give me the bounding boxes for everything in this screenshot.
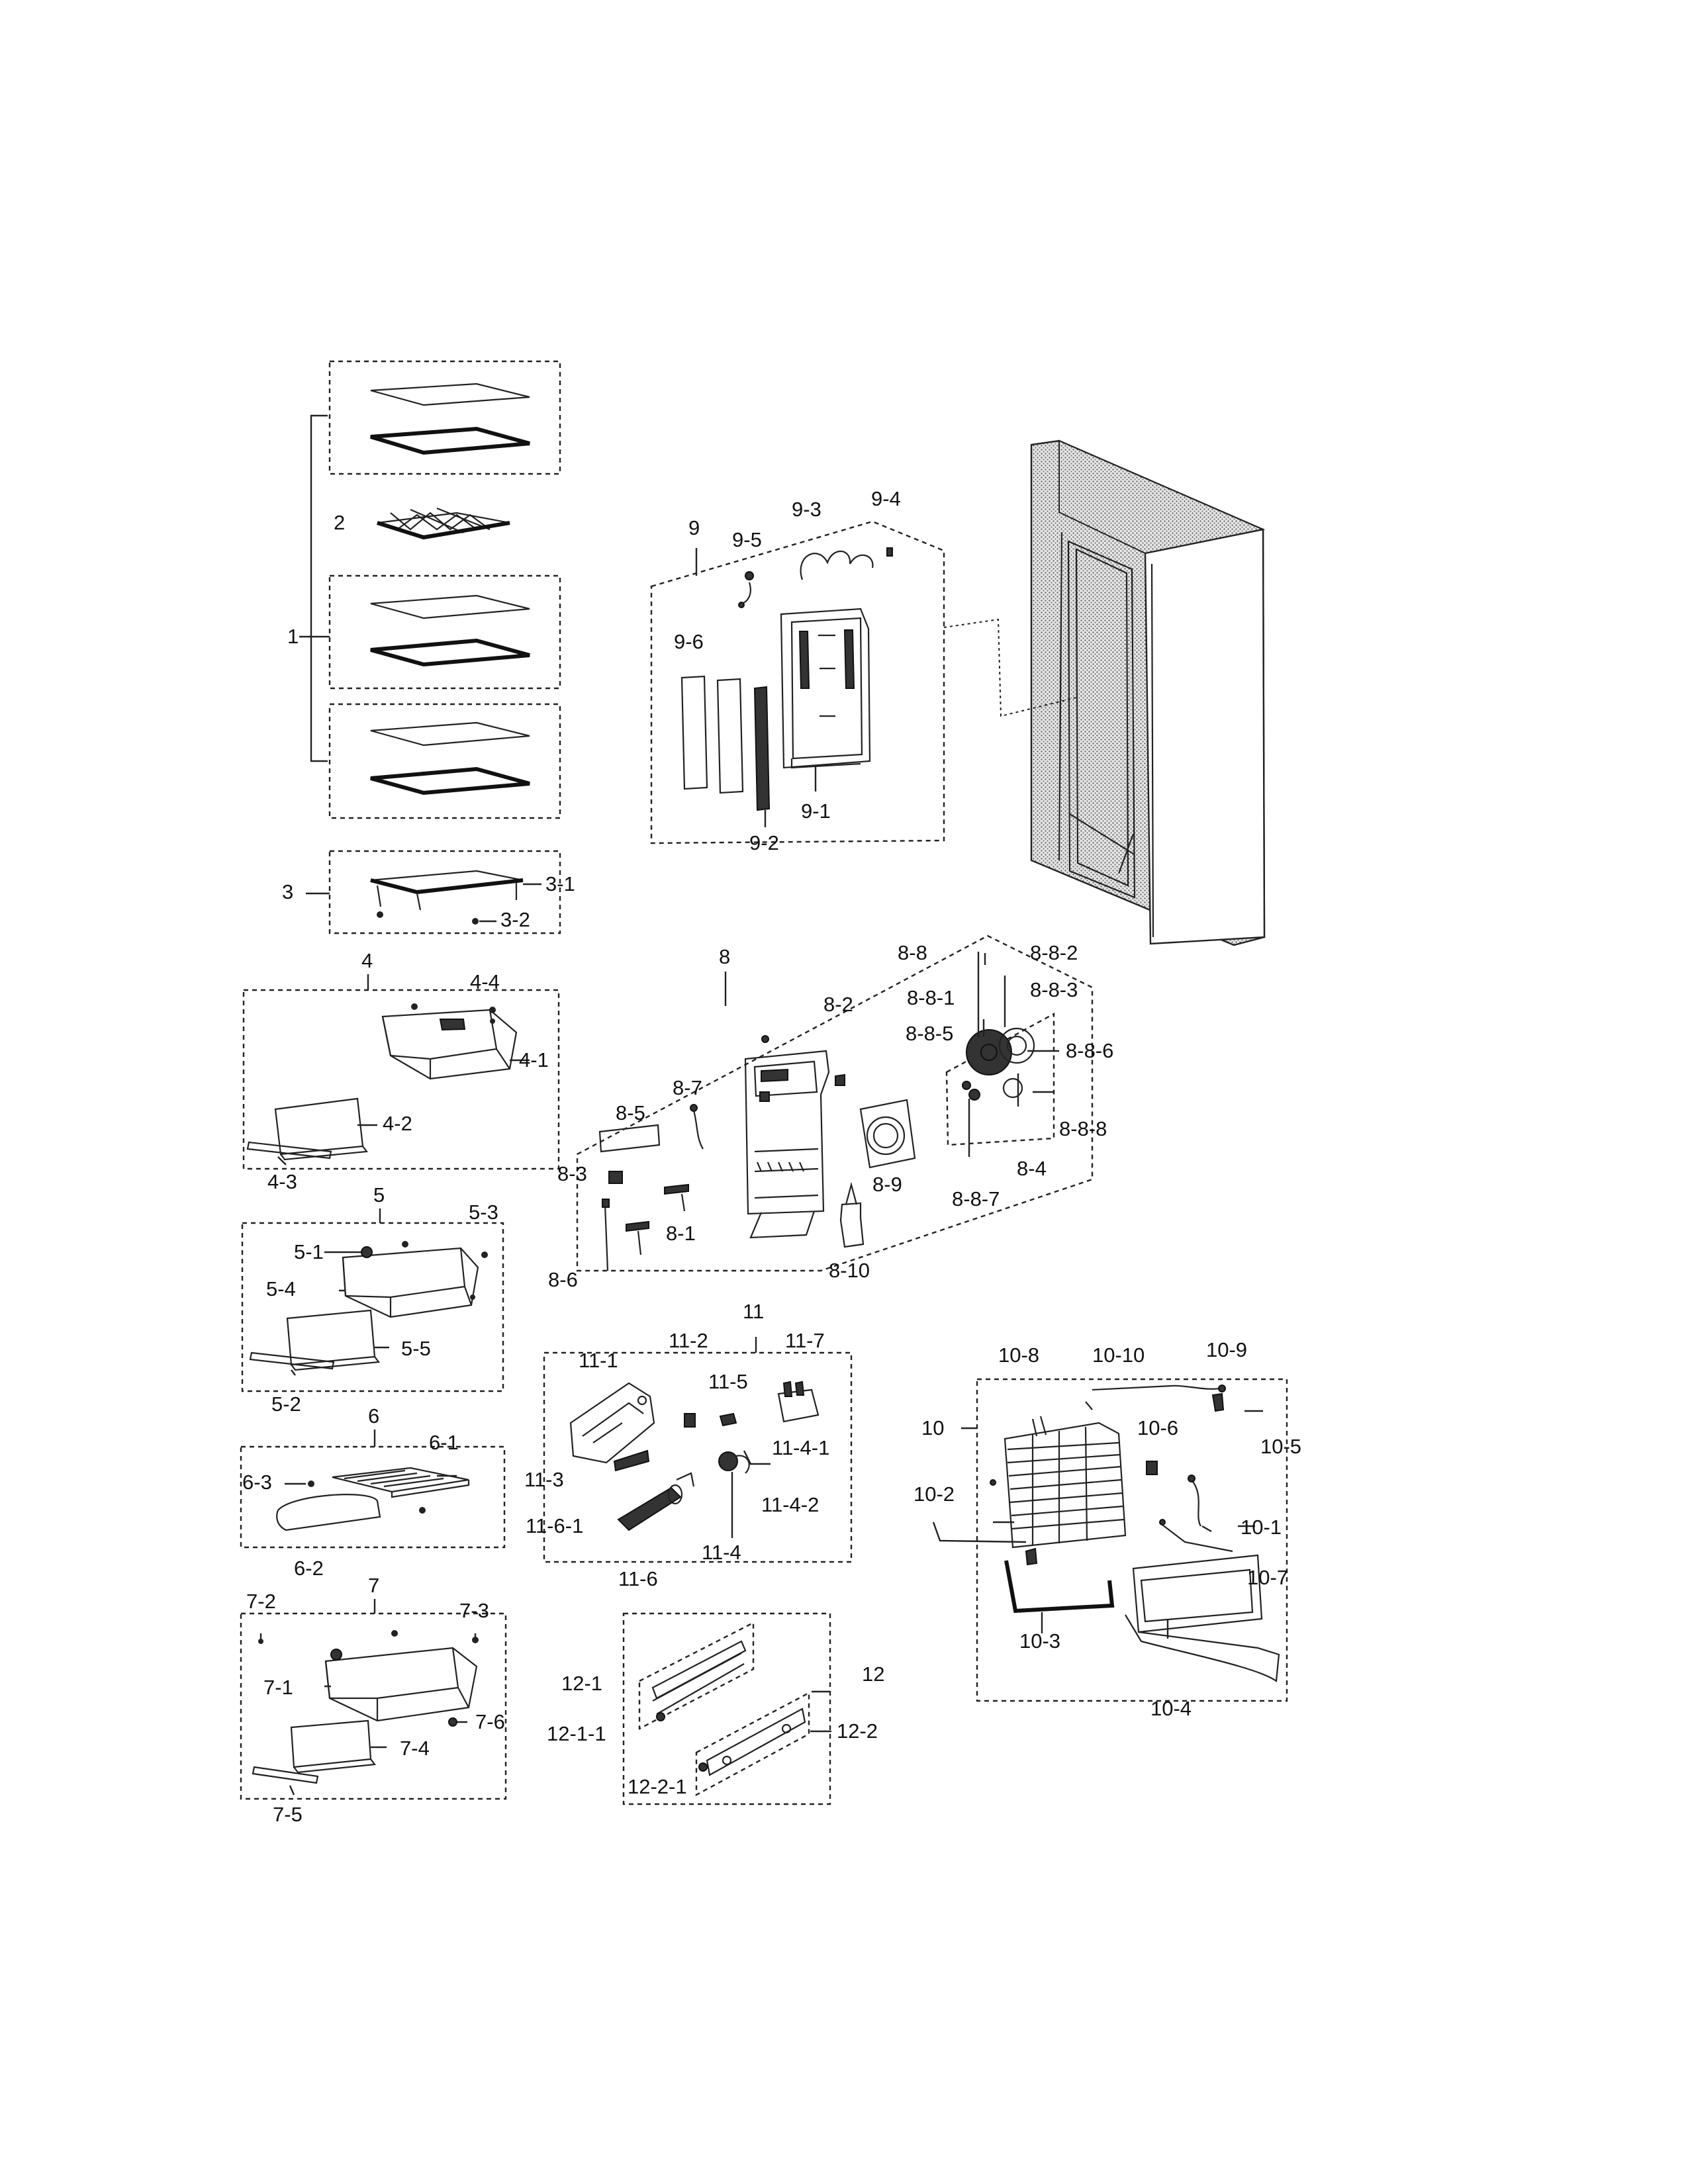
part-label: 5-5 (401, 1337, 431, 1360)
part-label: 11-3 (524, 1468, 564, 1491)
part-label: 5-1 (294, 1240, 324, 1263)
part-label: 11-5 (708, 1370, 748, 1393)
part-label: 9-1 (801, 799, 831, 823)
part-label: 5-2 (271, 1392, 301, 1416)
part-label: 2 (334, 511, 345, 534)
part-label: 10-3 (1019, 1629, 1060, 1653)
glass-shelf-part (370, 383, 530, 455)
part-label: 11 (743, 1300, 764, 1323)
part-label: 4 (361, 949, 373, 972)
part-label: 9-3 (792, 498, 821, 521)
part-label: 11-6-1 (526, 1514, 583, 1537)
part-label: 11-2 (669, 1329, 708, 1352)
part-label: 8-6 (548, 1268, 578, 1291)
part-label: 6-1 (429, 1431, 459, 1454)
part-label: 8-9 (872, 1173, 902, 1196)
part-label: 10-6 (1137, 1416, 1178, 1439)
part-label: 5-3 (469, 1201, 498, 1224)
part-label: 12-2 (837, 1719, 878, 1743)
part-label: 8-8-3 (1030, 978, 1078, 1001)
part-label: 6-2 (294, 1557, 324, 1580)
part-label: 5-4 (266, 1277, 296, 1300)
fridge-cabinet (943, 439, 1266, 946)
part-label: 10-1 (1241, 1516, 1282, 1539)
part-label: 4-1 (519, 1048, 549, 1071)
part-label: 10-9 (1206, 1338, 1247, 1361)
part-label: 10-10 (1092, 1343, 1145, 1367)
part-label: 10-2 (914, 1482, 955, 1506)
part-label: 8-8-6 (1066, 1039, 1113, 1062)
part-label: 12 (862, 1662, 884, 1686)
part-label: 11-6 (618, 1567, 658, 1590)
rail-group (622, 1612, 831, 1805)
part-label: 7-6 (475, 1710, 505, 1733)
part-label: 9-6 (674, 630, 704, 653)
part-labels: 1 2 3 3-1 3-2 4 4-1 4-2 4-3 4-4 5 5-1 5-… (242, 487, 1301, 1826)
part-label: 7-3 (459, 1599, 489, 1622)
part-label: 7-4 (400, 1737, 430, 1760)
part-label: 8-8-8 (1059, 1117, 1107, 1140)
part-label: 8-8 (898, 941, 927, 964)
part-label: 8-5 (616, 1101, 645, 1124)
part-label: 9-2 (749, 831, 779, 854)
part-label: 10-7 (1247, 1566, 1288, 1589)
part-label: 11-4-1 (772, 1436, 829, 1459)
part-label: 7-2 (246, 1590, 276, 1613)
crisper-cover-group (240, 1430, 506, 1549)
part-label: 6 (368, 1404, 379, 1428)
wire-shelf-part (377, 507, 510, 540)
part-label: 4-4 (470, 970, 500, 993)
part-label: 7 (368, 1574, 379, 1597)
part-label: 11-1 (579, 1349, 618, 1372)
part-label: 10-5 (1260, 1435, 1301, 1458)
part-label: 10-4 (1150, 1697, 1192, 1720)
part-label: 10-8 (998, 1343, 1039, 1367)
part-label: 10 (921, 1416, 944, 1439)
part-label: 8-1 (666, 1222, 696, 1245)
part-label: 4-2 (383, 1112, 412, 1135)
part-label: 7-1 (263, 1676, 293, 1699)
control-box-group (543, 1337, 853, 1563)
part-label: 8-8-7 (952, 1187, 1000, 1210)
part-label: 12-2-1 (628, 1775, 687, 1798)
part-label: 3-2 (500, 908, 530, 931)
shelf-frame-group (306, 850, 561, 934)
part-label: 8-8-2 (1030, 941, 1078, 964)
part-label: 12-1 (561, 1672, 602, 1695)
part-label: 3-1 (545, 872, 575, 895)
part-label: 8 (719, 945, 730, 968)
part-label: 1 (287, 625, 299, 648)
part-label: 12-1-1 (547, 1722, 606, 1745)
part-label: 8-7 (673, 1076, 702, 1099)
part-label: 11-4 (702, 1541, 741, 1564)
part-label: 3 (282, 880, 293, 903)
part-label: 11-7 (785, 1329, 825, 1352)
part-label: 8-8-5 (906, 1022, 953, 1045)
fan-bracket-group (576, 934, 1094, 1272)
drawer-5-group (241, 1208, 504, 1392)
part-label: 8-10 (829, 1259, 870, 1282)
part-label: 4-3 (267, 1170, 297, 1193)
shelf-group (299, 360, 561, 819)
part-label: 8-3 (557, 1162, 587, 1185)
evaporator-cover-group (650, 520, 945, 844)
part-label: 9-4 (871, 487, 901, 510)
part-label: 8-4 (1017, 1157, 1047, 1180)
drawer-7-group (240, 1599, 507, 1800)
drawer-4-group (242, 974, 560, 1170)
part-label: 6-3 (242, 1471, 272, 1494)
part-label: 5 (373, 1183, 385, 1206)
part-label: 8-2 (823, 993, 853, 1016)
part-label: 7-5 (273, 1803, 303, 1826)
part-label: 11-4-2 (761, 1493, 819, 1516)
part-label: 9 (688, 516, 700, 539)
condenser-group (932, 1378, 1288, 1702)
part-label: 8-8-1 (907, 986, 955, 1009)
part-label: 9-5 (732, 528, 762, 551)
